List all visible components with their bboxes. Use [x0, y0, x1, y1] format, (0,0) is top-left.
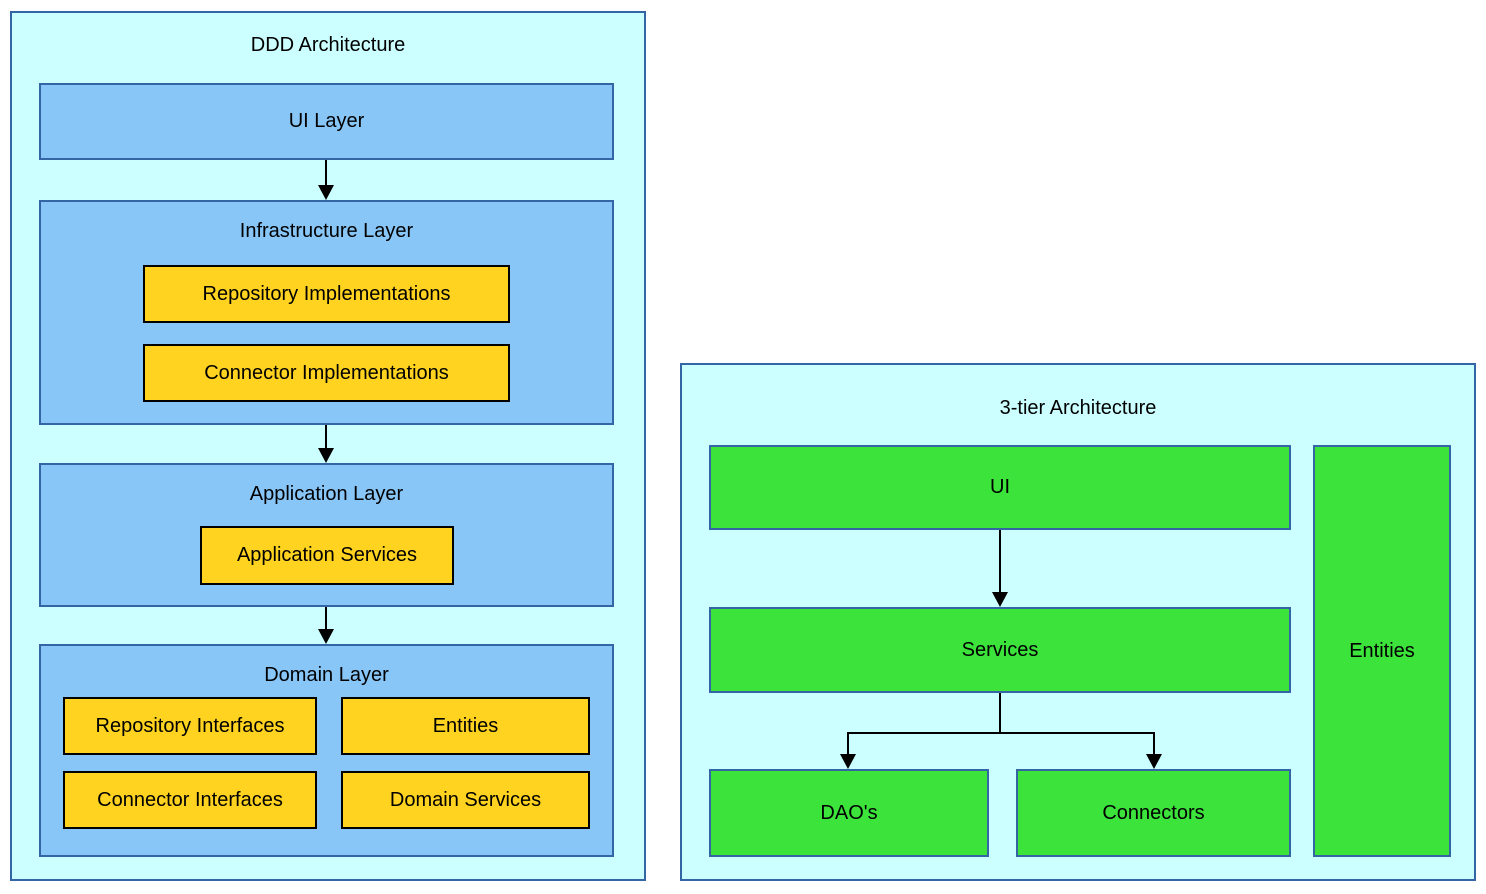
connectors-label: Connectors	[1102, 801, 1205, 824]
repository-implementations-box: Repository Implementations	[143, 265, 510, 323]
connector-implementations-box: Connector Implementations	[143, 344, 510, 402]
domain-services-label: Domain Services	[389, 788, 542, 811]
connectors-box: Connectors	[1016, 769, 1291, 857]
arrowhead-icon	[1146, 754, 1162, 769]
arrow-line	[325, 425, 327, 449]
ui-box: UI	[709, 445, 1291, 530]
domain-layer-box: Domain Layer Repository Interfaces Entit…	[39, 644, 614, 857]
application-services-box: Application Services	[200, 526, 454, 585]
domain-layer-label: Domain Layer	[264, 664, 389, 686]
daos-box: DAO's	[709, 769, 989, 857]
connector-interfaces-box: Connector Interfaces	[63, 771, 317, 829]
services-label: Services	[961, 638, 1039, 661]
ui-label: UI	[990, 476, 1010, 498]
branch-stem-line	[999, 693, 1001, 733]
repository-interfaces-label: Repository Interfaces	[95, 714, 285, 737]
repository-interfaces-box: Repository Interfaces	[63, 697, 317, 755]
entities-box: Entities	[1313, 445, 1451, 857]
arrow-line	[999, 530, 1001, 593]
application-services-label: Application Services	[236, 544, 418, 566]
connector-implementations-label: Connector Implementations	[204, 361, 449, 384]
ddd-architecture-panel: DDD Architecture UI Layer Infrastructure…	[10, 11, 646, 881]
arrowhead-icon	[318, 185, 334, 200]
infrastructure-layer-box: Infrastructure Layer Repository Implemen…	[39, 200, 614, 425]
ui-layer-label: UI Layer	[288, 110, 365, 132]
ui-layer-box: UI Layer	[39, 83, 614, 160]
ddd-architecture-title: DDD Architecture	[250, 34, 406, 56]
arrowhead-icon	[318, 629, 334, 644]
repository-implementations-label: Repository Implementations	[202, 282, 451, 305]
infrastructure-layer-label: Infrastructure Layer	[239, 220, 414, 242]
entities-label: Entities	[1349, 639, 1415, 662]
daos-label: DAO's	[820, 801, 878, 824]
application-layer-box: Application Layer Application Services	[39, 463, 614, 607]
branch-horizontal-line	[847, 732, 1155, 734]
three-tier-architecture-panel: 3-tier Architecture UI Services DAO's Co…	[680, 363, 1476, 881]
arrowhead-icon	[840, 754, 856, 769]
domain-services-box: Domain Services	[341, 771, 590, 829]
services-box: Services	[709, 607, 1291, 693]
connector-interfaces-label: Connector Interfaces	[97, 788, 283, 811]
arrowhead-icon	[992, 592, 1008, 607]
branch-right-line	[1153, 732, 1155, 755]
arrow-line	[325, 607, 327, 630]
arrowhead-icon	[318, 448, 334, 463]
arrow-line	[325, 160, 327, 186]
entities-label: Entities	[432, 714, 499, 737]
entities-box: Entities	[341, 697, 590, 755]
branch-left-line	[847, 732, 849, 755]
three-tier-architecture-title: 3-tier Architecture	[999, 397, 1157, 419]
application-layer-label: Application Layer	[249, 483, 404, 505]
